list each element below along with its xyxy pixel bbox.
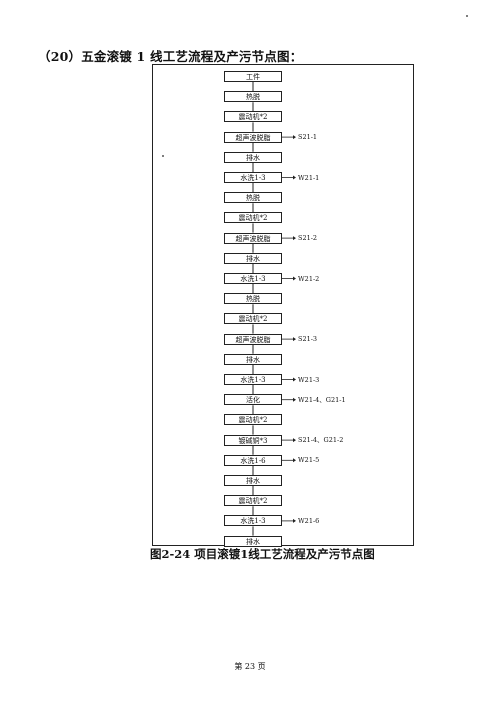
process-step: 工件 xyxy=(224,71,282,82)
process-step: 震动机*2 xyxy=(224,414,282,426)
process-step: 水洗1-3 xyxy=(224,273,282,284)
pollutant-label: S21-1 xyxy=(298,133,318,142)
process-step: 水洗1-3 xyxy=(224,172,282,183)
arrowhead-icon xyxy=(293,135,296,140)
pollutant-label: W21-5 xyxy=(298,456,320,465)
process-step: 超声波脱脂 xyxy=(224,131,282,143)
process-step: 热脱 xyxy=(224,192,282,204)
process-step: 热脱 xyxy=(224,91,282,103)
process-step: 排水 xyxy=(224,535,282,547)
process-step: 水洗1-3 xyxy=(224,374,282,385)
process-step: 震动机*2 xyxy=(224,111,282,123)
arrowhead-icon xyxy=(293,337,296,342)
pollutant-label: W21-2 xyxy=(298,274,320,283)
arrowhead-icon xyxy=(293,377,296,382)
pollutant-label: W21-1 xyxy=(298,173,320,182)
process-step: 热脱 xyxy=(224,293,282,305)
arrowhead-icon xyxy=(293,276,296,281)
process-step: 排水 xyxy=(224,475,282,486)
figure-caption: 图2-24 项目滚镀1线工艺流程及产污节点图 xyxy=(150,547,375,561)
scan-speck xyxy=(162,155,164,157)
pollutant-label: W21-6 xyxy=(298,516,320,525)
process-step: 超声波脱脂 xyxy=(224,333,282,345)
pollutant-label: W21-3 xyxy=(298,375,320,384)
pollutant-label: S21-3 xyxy=(298,335,318,344)
pollutant-label: S21-2 xyxy=(298,234,318,243)
process-step: 排水 xyxy=(224,353,282,365)
flowchart-frame xyxy=(152,64,414,546)
process-step: 震动机*2 xyxy=(224,212,282,224)
process-step: 震动机*2 xyxy=(224,495,282,507)
process-step: 镀碱铜*3 xyxy=(224,434,282,446)
pollutant-label: S21-4、G21-2 xyxy=(298,436,344,445)
arrowhead-icon xyxy=(293,518,296,523)
page-number: 第 23 页 xyxy=(234,662,266,671)
process-step: 水洗1-6 xyxy=(224,454,282,466)
arrowhead-icon xyxy=(293,458,296,463)
section-heading: （20）五金滚镀 1 线工艺流程及产污节点图： xyxy=(38,49,303,64)
process-step: 震动机*2 xyxy=(224,313,282,325)
arrowhead-icon xyxy=(293,397,296,402)
arrowhead-icon xyxy=(293,236,296,241)
pollutant-label: W21-4、G21-1 xyxy=(298,395,346,404)
arrowhead-icon xyxy=(293,438,296,443)
process-step: 排水 xyxy=(224,252,282,264)
scan-speck xyxy=(466,15,468,17)
process-step: 水洗1-3 xyxy=(224,515,282,527)
arrowhead-icon xyxy=(293,175,296,180)
process-step: 排水 xyxy=(224,151,282,163)
process-step: 超声波脱脂 xyxy=(224,232,282,244)
process-step: 活化 xyxy=(224,394,282,406)
